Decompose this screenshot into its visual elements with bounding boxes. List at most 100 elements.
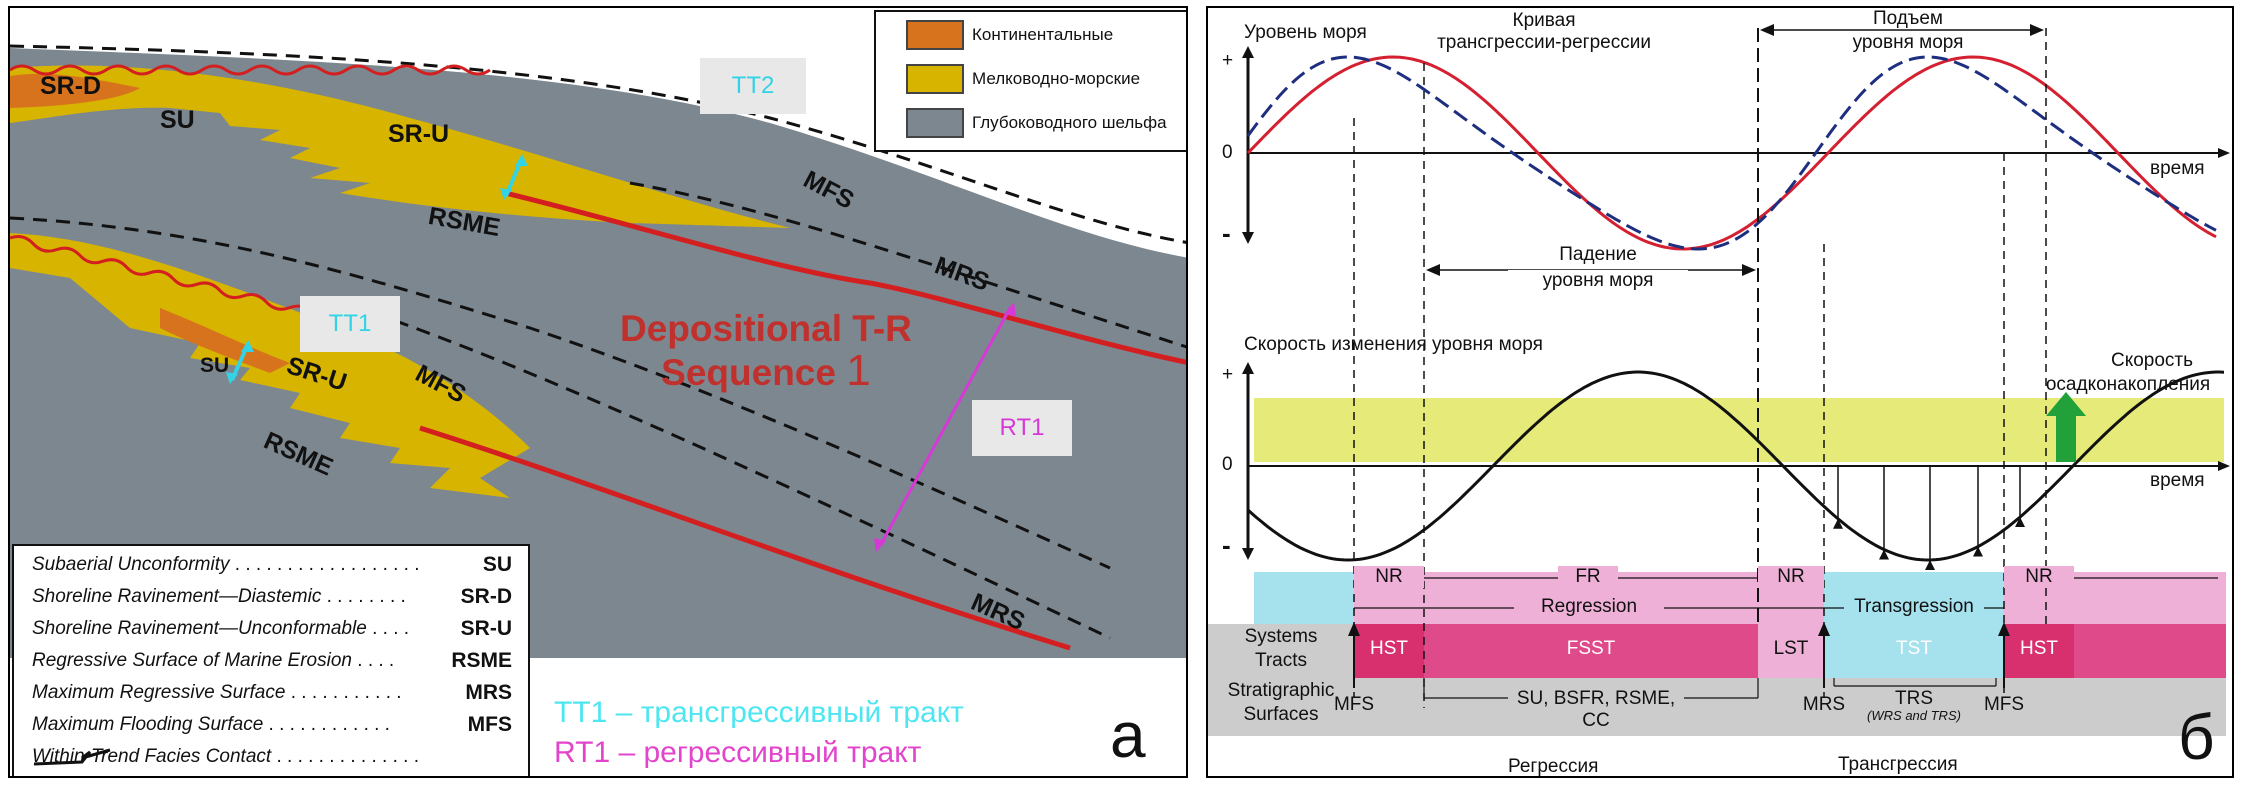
trs-label: TRS bbox=[1895, 688, 1933, 709]
mrs-top-red bbox=[504, 190, 1186, 365]
band-cyan-left bbox=[1254, 572, 1354, 624]
sequence-cross-section bbox=[10, 44, 1186, 658]
rate-arrowhead-3 bbox=[1973, 546, 1983, 557]
transgression-footer: Трансгрессия bbox=[1838, 754, 1958, 775]
top-plus: + bbox=[1222, 50, 1234, 71]
nr3-label: NR bbox=[2004, 566, 2074, 588]
rate-arrowhead-2 bbox=[1925, 559, 1935, 570]
strat-label-1: Stratigraphic bbox=[1227, 680, 1335, 701]
top-zero: 0 bbox=[1222, 142, 1233, 163]
continental-swatch bbox=[906, 20, 964, 50]
curve-label-1: Кривая bbox=[1512, 10, 1576, 31]
lst-label: LST bbox=[1773, 638, 1809, 659]
panel-b-letter: б bbox=[2178, 701, 2215, 773]
panel-a-letter: а bbox=[1110, 699, 1146, 771]
tr-curve-red bbox=[1246, 55, 2217, 251]
lst-block bbox=[1758, 624, 1824, 678]
mrs-bottom-red bbox=[419, 425, 1071, 651]
curves-group bbox=[1246, 55, 2225, 570]
sequence-title: Depositional T-R Sequence 1 bbox=[620, 308, 912, 395]
systems-label-2: Tracts bbox=[1254, 650, 1308, 671]
trs-sub-label: (WRS and TRS) bbox=[1867, 708, 1961, 723]
lower-continental bbox=[160, 308, 290, 373]
fall-label-2: уровня моря bbox=[1508, 270, 1688, 292]
legend-srd: Shoreline Ravinement—Diastemic . . . . .… bbox=[32, 585, 512, 608]
transgression-label: Transgression bbox=[1844, 596, 1984, 618]
bottom-plus: + bbox=[1222, 364, 1234, 385]
srd-label: SR-D bbox=[40, 72, 102, 100]
rise-label-2: уровня моря bbox=[1852, 32, 1964, 53]
upper-continental bbox=[10, 73, 140, 108]
rt1-tag: RT1 bbox=[972, 400, 1072, 456]
sea-level-label: Уровень моря bbox=[1244, 22, 1367, 43]
legend-mrs: Maximum Regressive Surface . . . . . . .… bbox=[32, 681, 512, 704]
mrs-label: MRS bbox=[1802, 694, 1846, 715]
rate-chart-title: Скорость изменения уровня моря bbox=[1244, 334, 1543, 355]
mfs2-label: MFS bbox=[1983, 694, 2025, 715]
fsst-block bbox=[1424, 624, 1758, 678]
fall-label-1: Падение bbox=[1559, 244, 1637, 265]
legend-su: Subaerial Unconformity . . . . . . . . .… bbox=[32, 553, 512, 576]
deep-shelf-swatch bbox=[906, 108, 964, 138]
nr1-label: NR bbox=[1354, 566, 1424, 588]
tst-label: TST bbox=[1896, 638, 1932, 659]
rt1-note: RT1 – регрессивный тракт bbox=[554, 736, 922, 769]
regression-footer: Регрессия bbox=[1508, 756, 1599, 777]
systems-label-1: Systems bbox=[1244, 626, 1318, 647]
sru-top-label: SR-U bbox=[388, 120, 450, 148]
surfaces-list-label: SU, BSFR, RSME, CC bbox=[1516, 688, 1676, 731]
sedimentation-arrow bbox=[2046, 392, 2086, 462]
facies-contact-symbol bbox=[33, 748, 111, 766]
fr-label: FR bbox=[1558, 566, 1618, 588]
mfs-bottom-dashed bbox=[10, 216, 1111, 570]
mfs-bottom-dashed-2 bbox=[329, 296, 1111, 640]
hst1-label: HST bbox=[1370, 638, 1408, 659]
nr2-label: NR bbox=[1758, 566, 1824, 588]
tt2-tag: TT2 bbox=[700, 58, 806, 114]
legend-facies-contact: Within-Trend Facies Contact . . . . . . … bbox=[32, 746, 419, 767]
surfaces-legend: Subaerial Unconformity . . . . . . . . .… bbox=[12, 544, 530, 776]
mfs1-label: MFS bbox=[1333, 694, 1375, 715]
stratigraphic-surfaces-row bbox=[1208, 678, 2226, 736]
curve-label-2: трансгрессии-регрессии bbox=[1437, 32, 1651, 53]
hst-right-block bbox=[2004, 624, 2074, 678]
sru-top-wavy bbox=[10, 64, 491, 76]
upper-shallow-wedge bbox=[10, 65, 790, 228]
shallow-marine-swatch bbox=[906, 64, 964, 94]
tail-block bbox=[2074, 624, 2226, 678]
rate-arrowhead-0 bbox=[1833, 518, 1843, 529]
legend-rsme: Regressive Surface of Marine Erosion . .… bbox=[32, 649, 512, 672]
panel-a-tr-sequence: Континентальные Мелководно-морские Глубо… bbox=[8, 6, 1188, 778]
systems-tracts-header bbox=[1208, 624, 1354, 678]
tt1-note: TT1 – трансгрессивный тракт bbox=[554, 696, 964, 729]
mfs-top-dashed bbox=[10, 44, 1186, 244]
fsst-label: FSST bbox=[1566, 638, 1616, 659]
bottom-x-label: время bbox=[2150, 470, 2205, 491]
legend-mfs: Maximum Flooding Surface . . . . . . . .… bbox=[32, 713, 512, 736]
top-minus: - bbox=[1222, 218, 1231, 248]
hst2-label: HST bbox=[2020, 638, 2058, 659]
rate-arrowhead-1 bbox=[1879, 549, 1889, 560]
sea-level-curve-blue bbox=[1246, 55, 2217, 251]
sed-rate-label-2: осадконакопления bbox=[2045, 374, 2211, 395]
bottom-minus: - bbox=[1222, 530, 1231, 560]
panel-b-sea-level-cycle: Уровень моря Кривая трансгрессии-регресс… bbox=[1206, 6, 2234, 778]
legend-shallow-marine: Мелководно-морские bbox=[906, 64, 1140, 94]
top-x-label: время bbox=[2150, 158, 2205, 179]
sed-rate-label-1: Скорость bbox=[2110, 350, 2194, 371]
rate-arrowhead-4 bbox=[2015, 517, 2025, 528]
rt1-arrow bbox=[878, 307, 1012, 547]
su-top-label: SU bbox=[160, 106, 195, 134]
rise-label-1: Подъем bbox=[1873, 8, 1943, 29]
facies-legend: Континентальные Мелководно-морские Глубо… bbox=[874, 10, 1186, 152]
strat-label-2: Surfaces bbox=[1243, 704, 1319, 725]
su-bottom-label: SU bbox=[200, 354, 230, 377]
tst-block bbox=[1824, 624, 2004, 678]
legend-deep-shelf: Глубоководного шельфа bbox=[906, 108, 1167, 138]
bottom-zero: 0 bbox=[1222, 454, 1233, 475]
hst-left-block bbox=[1354, 624, 1424, 678]
regression-label: Regression bbox=[1514, 596, 1664, 618]
rate-of-change-curve bbox=[1246, 370, 2225, 562]
tt1-tag: TT1 bbox=[300, 296, 400, 352]
mfs-top-dashed-2 bbox=[629, 181, 1186, 349]
